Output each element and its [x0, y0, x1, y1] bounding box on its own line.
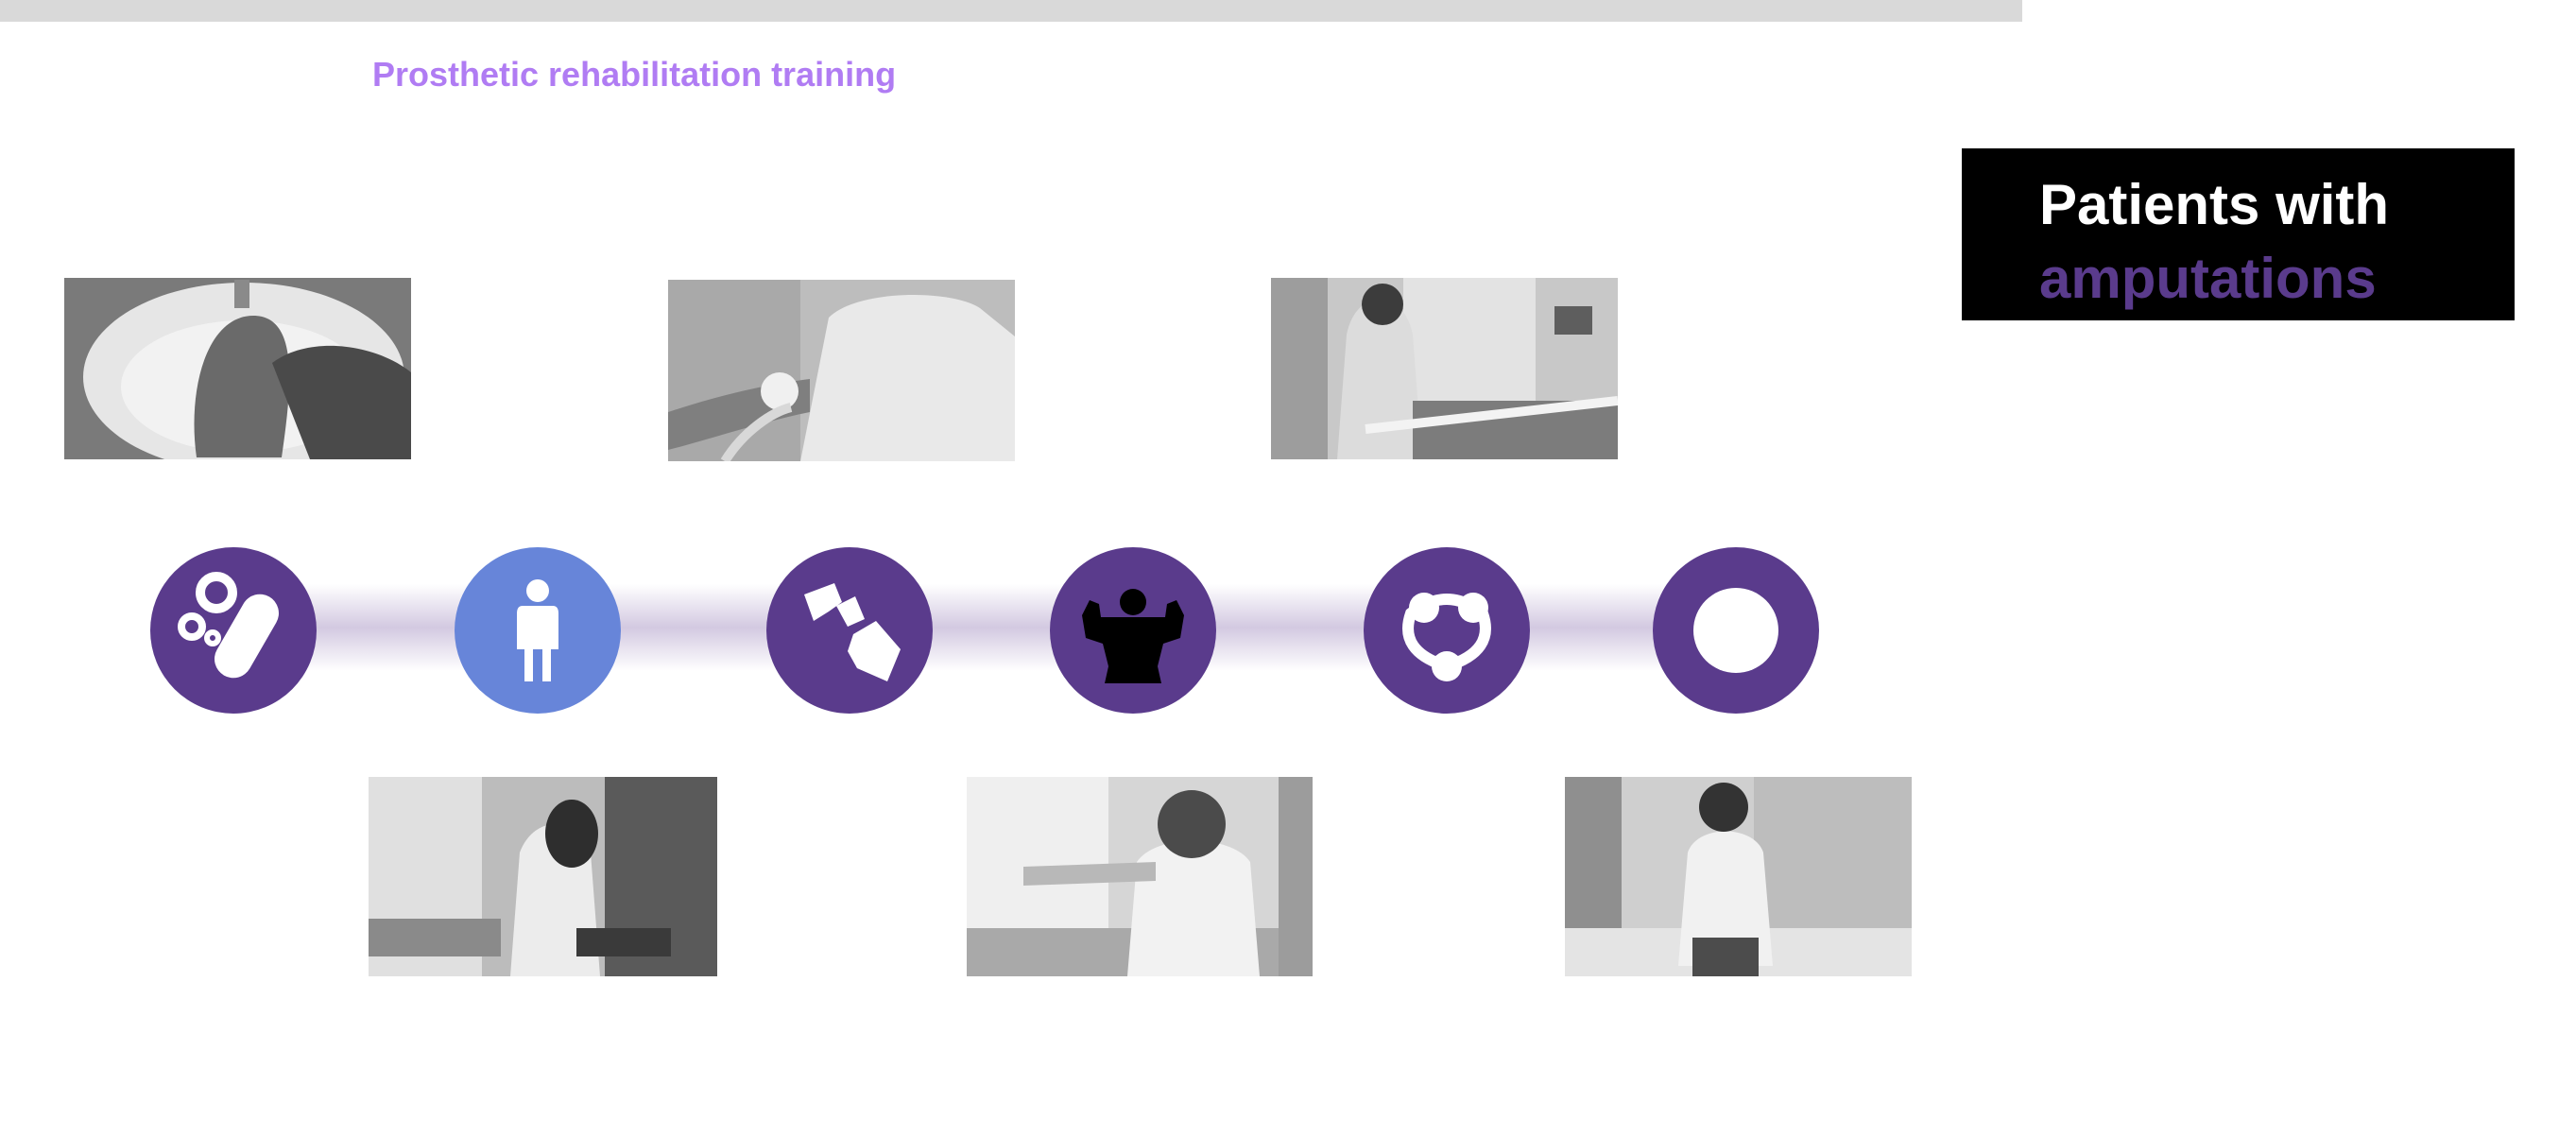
person-icon: [517, 579, 558, 681]
title-box: Patients with amputations: [1962, 148, 2515, 320]
skin-care-icon: [178, 572, 279, 679]
step-1-circle[interactable]: [150, 547, 317, 714]
photo-arm-prosthesis-fitting: [668, 280, 1015, 461]
top-bar: [0, 0, 2022, 22]
title-line-2: amputations: [2039, 247, 2377, 310]
step-5-circle[interactable]: [1364, 547, 1530, 714]
step-2-circle[interactable]: [455, 547, 621, 714]
photo-arm-extension: [967, 777, 1313, 976]
ring-icon: [1693, 588, 1778, 673]
section-label: Prosthetic rehabilitation training: [372, 55, 897, 94]
strength-icon: [1082, 589, 1184, 683]
step-3-circle[interactable]: [766, 547, 933, 714]
step-4-circle[interactable]: [1050, 547, 1216, 714]
title-line-1: Patients with: [2039, 173, 2390, 236]
photo-gym-exercise: [369, 777, 717, 976]
prosthetic-fitting-icon: [804, 583, 901, 681]
balance-icon: [1402, 593, 1491, 681]
step-6-circle[interactable]: [1653, 547, 1819, 714]
photo-treadmill-measurement: [1271, 278, 1618, 459]
photo-walking-training: [1565, 777, 1912, 976]
photo-residual-limb-washing: [64, 278, 411, 459]
